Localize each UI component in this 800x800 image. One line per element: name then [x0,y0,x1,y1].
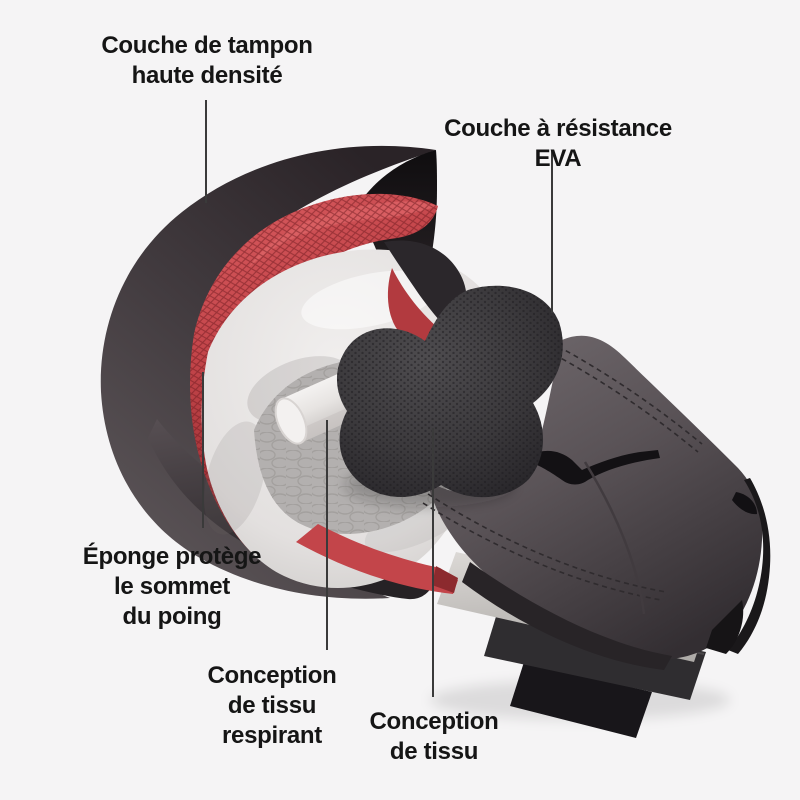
eva-red-bottom-sliver [296,524,458,594]
mesh-fabric-bulb [336,285,563,507]
label-sponge-protection: Éponge protège le sommet du poing [82,543,262,630]
label-eva-resistance-layer: Couche à résistance EVA [444,115,672,172]
stitch-lines [422,341,703,601]
inner-wedge-dark [484,610,706,700]
label-breathable-fabric: Conception de tissu respirant [207,662,337,749]
wrist-cuff [422,335,771,738]
wrist-leather-body [427,335,763,660]
cuff-edge-trim [728,478,771,654]
inner-wedge-black [510,662,652,738]
label-fabric-design: Conception de tissu [369,708,499,765]
label-high-density-padding: Couche de tampon haute densité [101,32,313,89]
cuff-hook-tab [732,492,757,515]
eva-red-layer [190,193,438,566]
strap-loop [530,450,660,485]
